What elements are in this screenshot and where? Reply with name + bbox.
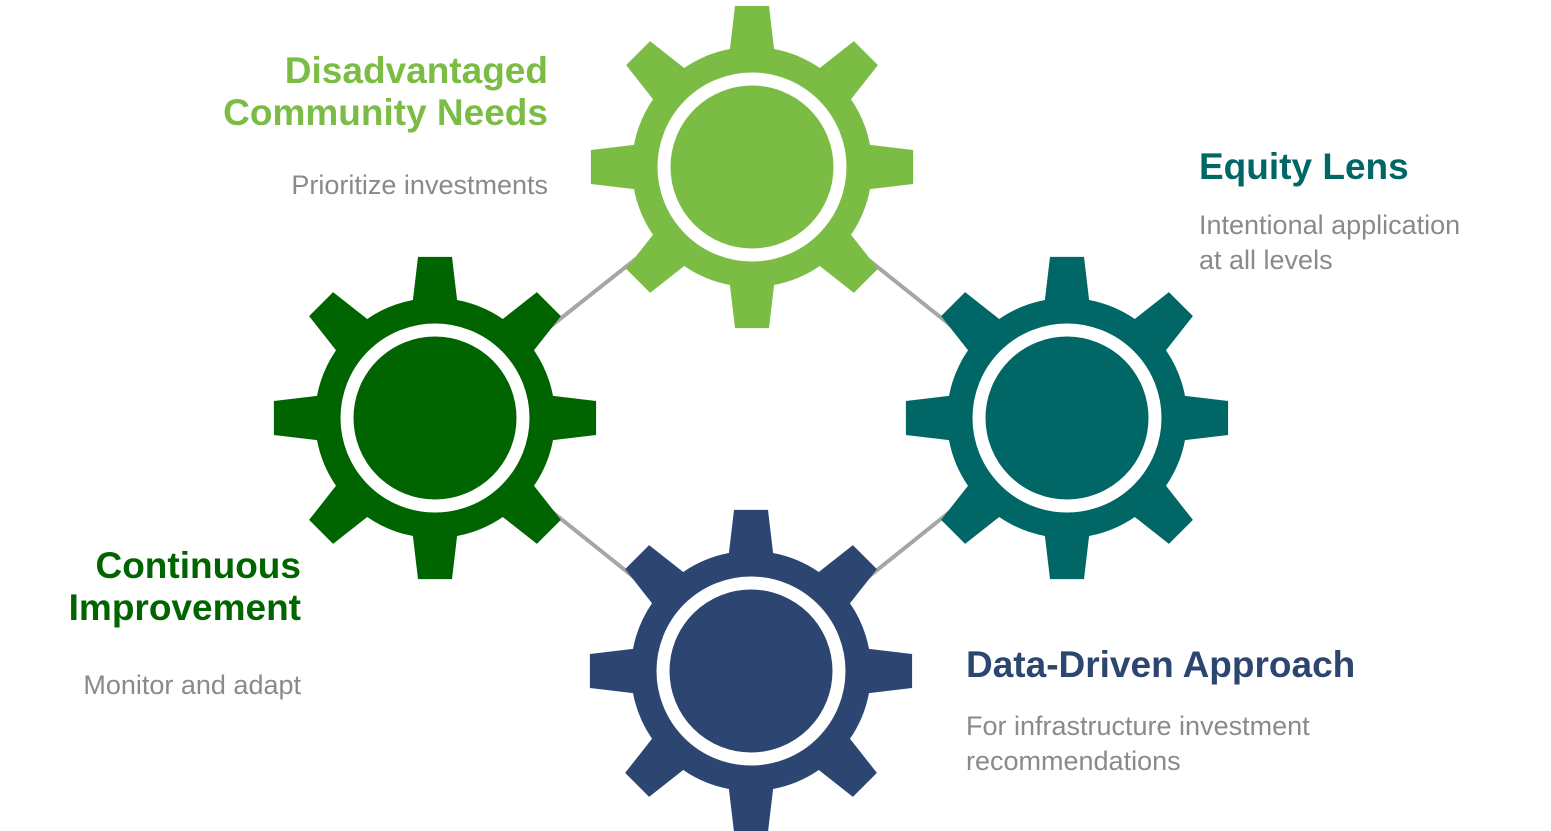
gear-icon xyxy=(273,256,597,580)
node-desc-monitor-and-adapt: Monitor and adapt xyxy=(83,668,301,703)
node-desc-infrastructure-investment: For infrastructure investment recommenda… xyxy=(966,709,1310,779)
desc-line: Monitor and adapt xyxy=(83,670,301,700)
gear-ring xyxy=(656,576,846,766)
gear-ring xyxy=(972,323,1162,513)
gear-body xyxy=(273,256,597,580)
desc-line: recommendations xyxy=(966,746,1181,776)
node-title-data-driven-approach: Data-Driven Approach xyxy=(966,644,1355,686)
title-line: Community Needs xyxy=(223,92,548,133)
title-line: Improvement xyxy=(68,587,301,628)
title-line: Continuous xyxy=(95,545,301,586)
node-title-disadvantaged-community-needs: Disadvantaged Community Needs xyxy=(223,50,548,134)
gear-icon xyxy=(589,509,913,831)
gear-ring xyxy=(657,72,847,262)
title-line: Disadvantaged xyxy=(284,50,548,91)
gear-icon xyxy=(905,256,1229,580)
gear-body xyxy=(905,256,1229,580)
gears xyxy=(273,5,1229,831)
title-line: Data-Driven Approach xyxy=(966,644,1356,685)
node-desc-intentional-application: Intentional application at all levels xyxy=(1199,208,1460,278)
gear-icon xyxy=(590,5,914,329)
desc-line: Prioritize investments xyxy=(291,170,548,200)
desc-line: Intentional application xyxy=(1199,210,1461,240)
desc-line: For infrastructure investment xyxy=(966,711,1310,741)
node-title-continuous-improvement: Continuous Improvement xyxy=(69,545,301,629)
gear-ring xyxy=(340,323,530,513)
gear-body xyxy=(590,5,914,329)
title-line: Equity Lens xyxy=(1199,146,1409,187)
gear-body xyxy=(589,509,913,831)
node-desc-prioritize-investments: Prioritize investments xyxy=(291,168,548,203)
desc-line: at all levels xyxy=(1199,245,1333,275)
node-title-equity-lens: Equity Lens xyxy=(1199,146,1409,188)
